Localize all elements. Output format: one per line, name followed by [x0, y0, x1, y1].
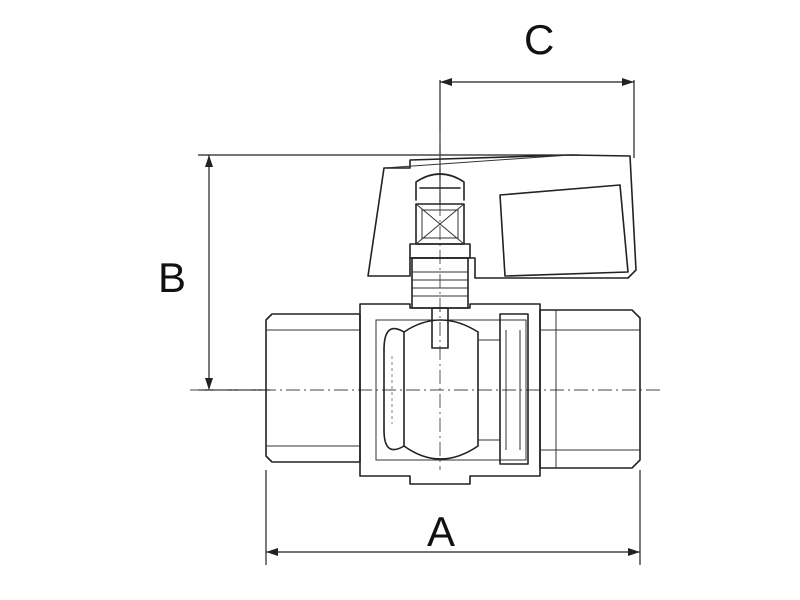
dimension-a-arrow-right: [628, 548, 640, 556]
dimension-b-label: B: [158, 254, 186, 301]
center-lines: [190, 130, 660, 470]
dimension-c-label: C: [524, 16, 554, 63]
dimension-a-label: A: [427, 508, 455, 555]
valve-body: [265, 303, 641, 485]
dimension-a: A: [265, 470, 641, 565]
dimension-b-arrow-top: [205, 155, 213, 167]
lever-handle: [367, 154, 637, 279]
dimension-c-arrow-right: [622, 78, 634, 86]
dimension-b-arrow-bottom: [205, 378, 213, 390]
dimension-c-arrow-left: [440, 78, 452, 86]
dimension-a-arrow-left: [266, 548, 278, 556]
dimension-c: C: [439, 16, 635, 205]
ball: [383, 319, 500, 460]
